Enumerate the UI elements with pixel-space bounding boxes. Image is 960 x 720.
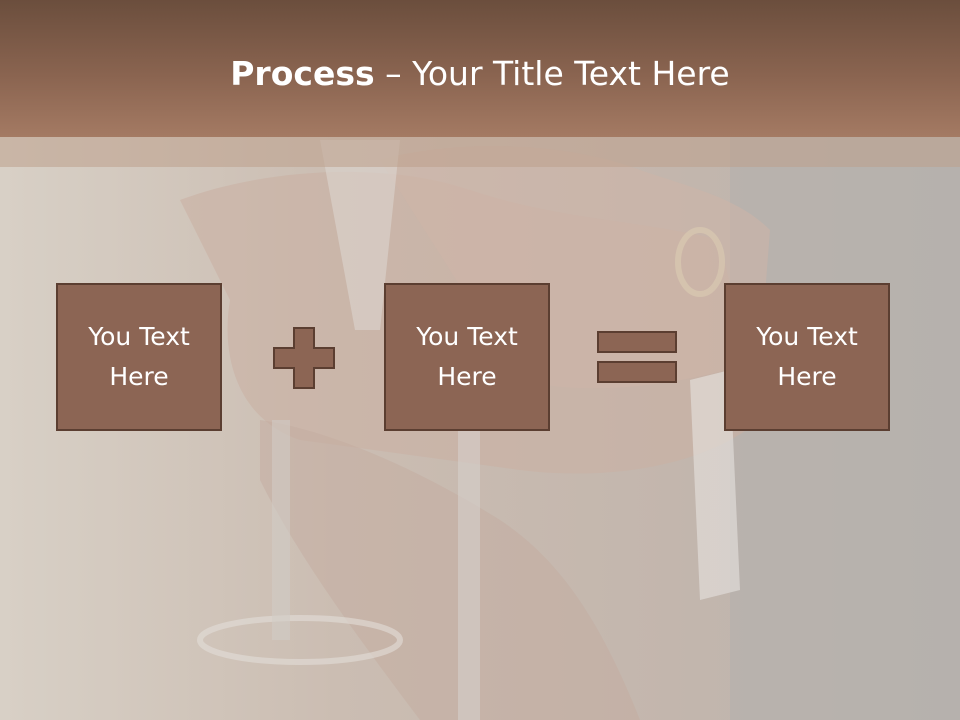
process-box-1[interactable]: You Text Here (56, 283, 222, 431)
title-rest: – Your Title Text Here (374, 54, 730, 93)
process-box-3-text: You Text Here (756, 322, 858, 391)
plus-icon (273, 327, 335, 389)
title-bold: Process (230, 54, 375, 93)
slide-title[interactable]: Process – Your Title Text Here (0, 52, 960, 96)
process-box-3[interactable]: You Text Here (724, 283, 890, 431)
process-box-2[interactable]: You Text Here (384, 283, 550, 431)
equals-icon (597, 331, 677, 383)
process-box-2-text: You Text Here (416, 322, 518, 391)
title-strip (0, 137, 960, 167)
title-bar (0, 0, 960, 137)
process-box-1-text: You Text Here (88, 322, 190, 391)
